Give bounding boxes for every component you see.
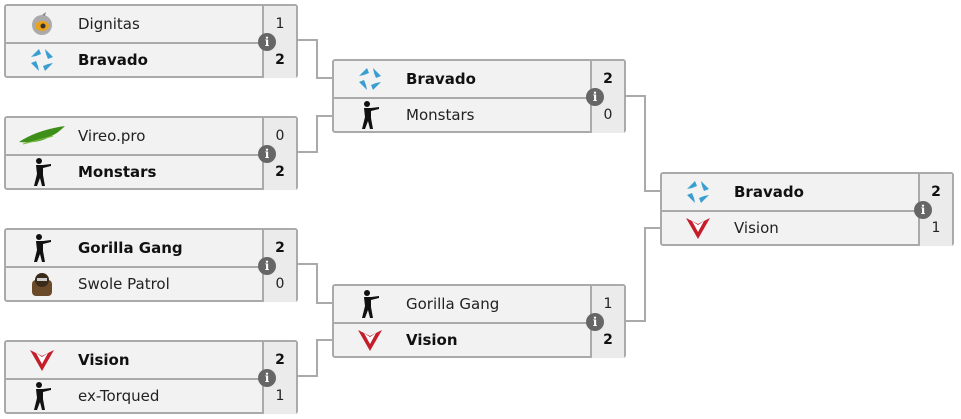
connector	[298, 339, 318, 377]
team-name: Monstars	[406, 106, 475, 124]
team-name: Vision	[78, 351, 130, 369]
match-info-icon[interactable]: i	[914, 201, 932, 219]
vision-logo-icon	[6, 347, 78, 373]
team-name: Gorilla Gang	[78, 239, 183, 257]
match-info-icon[interactable]: i	[586, 313, 604, 331]
vision-logo-icon	[662, 215, 734, 241]
connector	[298, 39, 318, 79]
csgo-soldier-logo-icon	[334, 289, 406, 319]
team-name: Bravado	[734, 183, 804, 201]
team-name: Swole Patrol	[78, 275, 170, 293]
vireo-logo-icon	[6, 124, 78, 148]
connector	[626, 227, 646, 322]
team-name: Monstars	[78, 163, 157, 181]
csgo-soldier-logo-icon	[334, 100, 406, 130]
match-info-icon[interactable]: i	[258, 257, 276, 275]
team-score: 0	[590, 97, 624, 133]
team-name: Vireo.pro	[78, 127, 146, 145]
connector-tail	[316, 115, 332, 117]
team-row[interactable]: Monstars 0	[334, 97, 624, 133]
dignitas-logo-icon	[6, 11, 78, 37]
team-name: Vision	[734, 219, 779, 237]
connector-tail	[316, 77, 332, 79]
bravado-logo-icon	[6, 45, 78, 75]
connector	[626, 95, 646, 192]
csgo-soldier-logo-icon	[6, 381, 78, 411]
bravado-logo-icon	[334, 64, 406, 94]
team-name: Gorilla Gang	[406, 295, 500, 313]
match-info-icon[interactable]: i	[586, 88, 604, 106]
team-name: Bravado	[406, 70, 476, 88]
team-name: ex-Torqued	[78, 387, 160, 405]
swole-patrol-logo-icon	[6, 270, 78, 298]
team-name: Bravado	[78, 51, 148, 69]
csgo-soldier-logo-icon	[6, 233, 78, 263]
connector-tail	[644, 190, 660, 192]
connector	[298, 115, 318, 153]
vision-logo-icon	[334, 327, 406, 353]
connector-tail	[644, 227, 660, 229]
bravado-logo-icon	[662, 177, 734, 207]
connector-tail	[316, 339, 332, 341]
csgo-soldier-logo-icon	[6, 157, 78, 187]
match-info-icon[interactable]: i	[258, 33, 276, 51]
team-name: Vision	[406, 331, 458, 349]
connector	[298, 263, 318, 304]
team-name: Dignitas	[78, 15, 140, 33]
match-info-icon[interactable]: i	[258, 369, 276, 387]
connector-tail	[316, 302, 332, 304]
match-info-icon[interactable]: i	[258, 145, 276, 163]
